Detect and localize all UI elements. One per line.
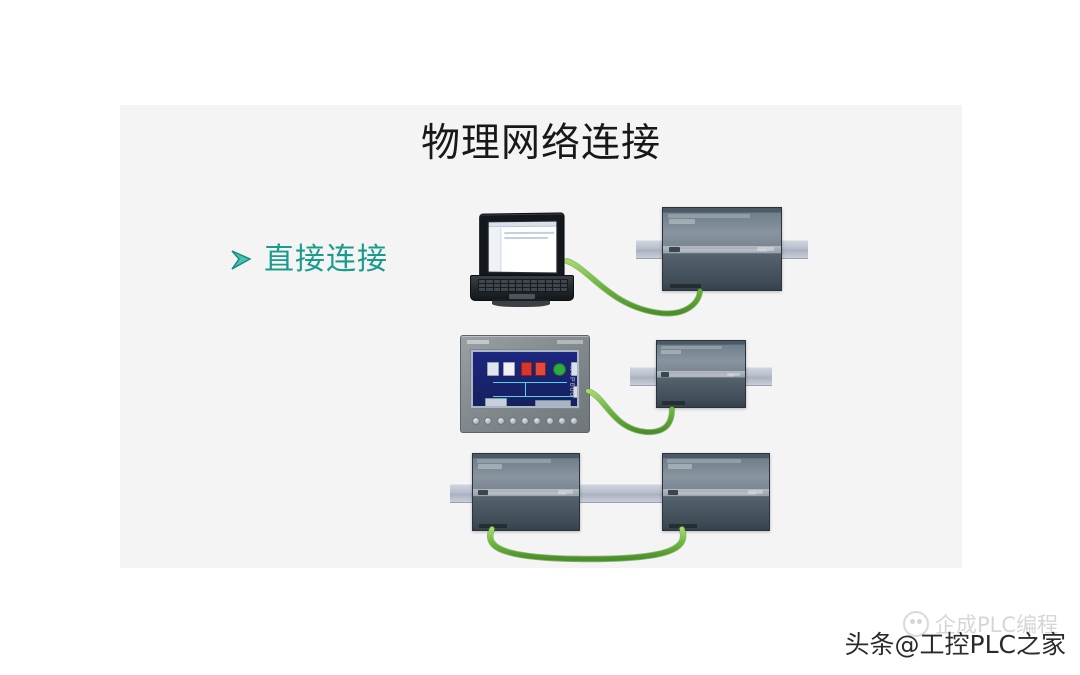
plc-ethernet-port bbox=[478, 490, 488, 496]
plc-body bbox=[656, 340, 746, 408]
plc-terminal-stripe bbox=[487, 492, 567, 496]
plc-body bbox=[662, 453, 770, 531]
plc-mid-band bbox=[473, 488, 579, 496]
laptop-touchpad[interactable] bbox=[509, 294, 535, 299]
watermark-ghost-text: 企成PLC编程 bbox=[934, 613, 1058, 637]
plc-module bbox=[630, 340, 772, 408]
bullet-item-direct-connection[interactable]: 直接连接 bbox=[230, 243, 388, 277]
hmi-screen[interactable]: KTP600 bbox=[473, 352, 577, 406]
plc-bottom-notch bbox=[662, 401, 686, 405]
presentation-slide: 物理网络连接 直接连接 bbox=[120, 105, 962, 568]
hmi-panel[interactable]: KTP600 bbox=[460, 335, 590, 433]
plc-body bbox=[472, 453, 580, 531]
plc-top-strip bbox=[667, 213, 751, 218]
laptop-screen-sidebar bbox=[488, 228, 502, 272]
plc-brand-logo bbox=[661, 349, 681, 355]
physical-network-connection-diagram: KTP600 bbox=[450, 195, 808, 565]
laptop-device bbox=[470, 212, 574, 309]
ethernet-cable-shadow bbox=[486, 525, 687, 563]
laptop-base bbox=[470, 275, 574, 301]
plc-terminal-stripe bbox=[677, 492, 757, 496]
plc-ethernet-port bbox=[668, 246, 680, 253]
plc-brand-logo bbox=[668, 218, 695, 225]
plc-label bbox=[747, 490, 763, 495]
plc-module bbox=[450, 453, 750, 531]
hmi-model-label bbox=[557, 340, 583, 344]
plc-label bbox=[757, 247, 774, 252]
hmi-function-buttons[interactable] bbox=[472, 415, 578, 427]
plc-bottom-notch bbox=[669, 524, 697, 528]
arrow-bullet-icon bbox=[230, 248, 252, 272]
laptop-foot bbox=[492, 299, 550, 307]
plc-terminal-stripe bbox=[679, 249, 767, 253]
hmi-display-frame: KTP600 bbox=[470, 349, 580, 409]
watermark-main: 头条@工控PLC之家 bbox=[844, 630, 1066, 659]
laptop-lid bbox=[479, 212, 565, 280]
hmi-function-button[interactable] bbox=[533, 417, 542, 425]
hmi-function-button[interactable] bbox=[496, 417, 505, 425]
laptop-screen-titlebar bbox=[488, 221, 557, 228]
hmi-function-button[interactable] bbox=[484, 417, 493, 425]
laptop-keyboard[interactable] bbox=[478, 279, 568, 292]
plc-mid-band bbox=[657, 371, 745, 378]
plc-mid-band bbox=[663, 488, 769, 496]
plc-label bbox=[727, 372, 740, 376]
plc-body bbox=[662, 207, 782, 291]
plc-module bbox=[636, 207, 808, 291]
plc-brand-logo bbox=[478, 463, 502, 470]
hmi-function-button[interactable] bbox=[557, 417, 566, 425]
hmi-function-button[interactable] bbox=[570, 417, 578, 425]
plc-module bbox=[662, 453, 770, 531]
plc-bottom-notch bbox=[479, 524, 507, 528]
circular-face-logo-icon bbox=[902, 611, 929, 637]
laptop-screen-line bbox=[504, 236, 549, 240]
plc-ethernet-port bbox=[661, 372, 670, 377]
plc-brand-logo bbox=[668, 463, 692, 470]
bullet-item-label: 直接连接 bbox=[264, 242, 388, 277]
hmi-function-button[interactable] bbox=[508, 417, 517, 425]
hmi-side-label: KTP600 bbox=[568, 366, 575, 398]
plc-top-strip bbox=[660, 345, 723, 349]
watermark-ghost: 企成PLC编程 bbox=[902, 609, 1058, 639]
plc-label bbox=[557, 490, 573, 495]
plc-bottom-notch bbox=[670, 284, 701, 288]
plc-mid-band bbox=[663, 245, 781, 254]
page-title: 物理网络连接 bbox=[420, 121, 661, 166]
hmi-brand-logo bbox=[467, 340, 489, 344]
plc-top-strip bbox=[667, 459, 742, 464]
plc-top-strip bbox=[477, 459, 552, 464]
laptop-screen bbox=[487, 220, 558, 274]
plc-terminal-stripe bbox=[669, 374, 735, 378]
laptop-screen-line bbox=[504, 231, 555, 235]
hmi-function-button[interactable] bbox=[545, 417, 554, 425]
ethernet-cable bbox=[487, 526, 686, 562]
plc-ethernet-port bbox=[668, 490, 678, 496]
hmi-function-button[interactable] bbox=[472, 417, 480, 425]
hmi-function-button[interactable] bbox=[521, 417, 529, 425]
